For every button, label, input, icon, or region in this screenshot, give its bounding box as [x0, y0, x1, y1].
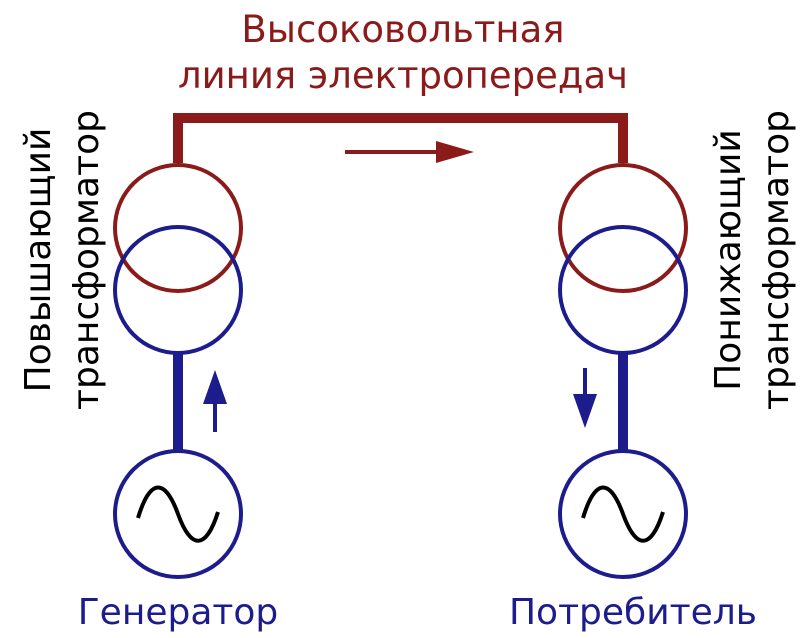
consumer-flow-arrow-icon	[573, 368, 597, 428]
step-down-transformer-label: Понижающий	[708, 129, 749, 391]
consumer-ac-load-icon	[558, 449, 688, 579]
generator-label: Генератор	[78, 592, 279, 633]
step-down-transformer-line-2: трансформатор	[756, 110, 797, 410]
step-up-transformer-line-1: Повышающий	[18, 128, 59, 393]
consumer-label: Потребитель	[509, 592, 757, 633]
generator-ac-source-icon	[113, 449, 243, 579]
step-up-transformer-line-2: трансформатор	[66, 110, 107, 410]
generator-flow-arrow-icon	[203, 370, 227, 432]
transmission-direction-arrow-icon	[345, 141, 474, 163]
step-down-transformer-line-1: Понижающий	[708, 129, 749, 391]
step-up-transformer-icon	[113, 163, 243, 355]
high-voltage-line	[173, 113, 628, 163]
step-down-transformer-icon	[558, 163, 688, 355]
title-line-1: Высоковольтная	[241, 8, 564, 51]
step-up-transformer-label: Повышающий	[18, 128, 59, 393]
title-line-2: линия электропередач	[178, 54, 628, 97]
